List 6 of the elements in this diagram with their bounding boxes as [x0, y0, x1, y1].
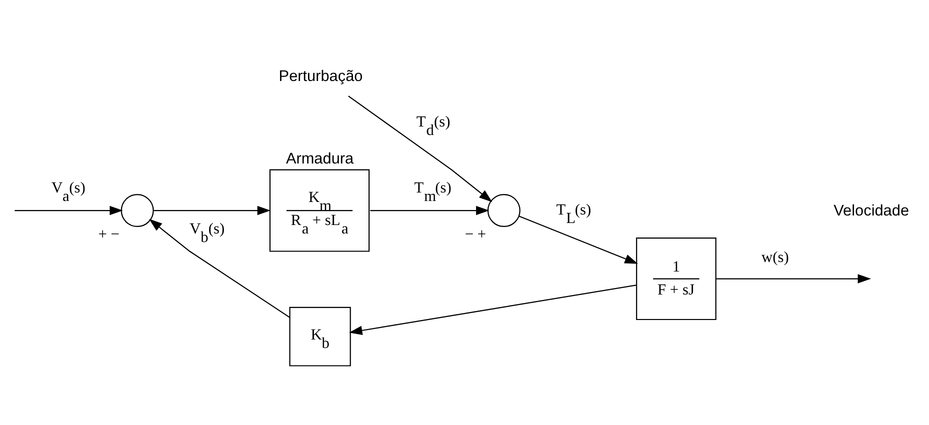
- label: Velocidade: [833, 202, 909, 220]
- node-label: Armadura: [285, 150, 354, 167]
- node-text: Perturbação: [278, 67, 362, 84]
- node-label: − +: [464, 225, 486, 242]
- node-label: + −: [98, 225, 119, 242]
- edge-label: w(s): [761, 248, 788, 266]
